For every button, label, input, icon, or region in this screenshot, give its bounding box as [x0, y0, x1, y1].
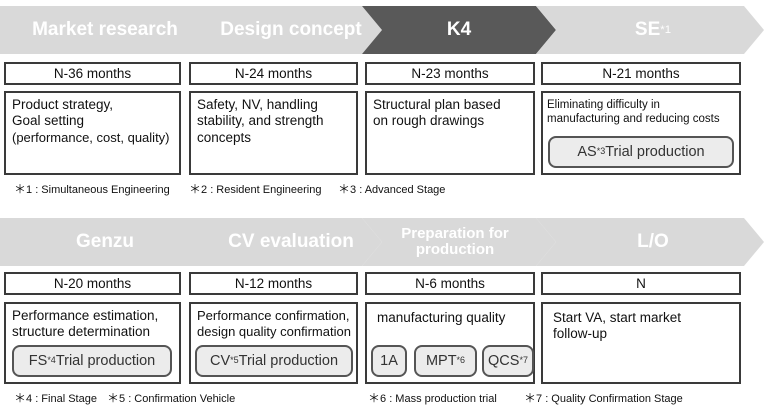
- detail-line: design quality confirmation: [197, 323, 351, 339]
- stage-arrow-k4: [362, 6, 556, 54]
- timebox-n-24: N-24 months: [189, 62, 358, 85]
- detail-line: structure determination: [12, 324, 151, 340]
- stage-label-cv-evaluation: CV evaluation: [228, 230, 354, 252]
- timebox-n: N: [541, 272, 741, 295]
- footnote-7: ＊7 : Quality Confirmation Stage: [524, 391, 683, 405]
- detail-line: Safety, NV, handling: [197, 97, 318, 112]
- stage-arrow-se: [536, 6, 764, 54]
- stage-label-preparation: Preparation for production: [401, 224, 509, 258]
- stage-label-lo: L/O: [637, 230, 669, 252]
- pill-qcs: QCS*7: [482, 345, 534, 377]
- detail-line: (performance, cost, quality): [12, 129, 170, 145]
- stage-label-genzu: Genzu: [75, 230, 135, 252]
- timebox-n-6: N-6 months: [365, 272, 535, 295]
- timebox-n-36: N-36 months: [4, 62, 181, 85]
- detail-line: Goal setting: [12, 113, 85, 129]
- detail-line: manufacturing quality: [377, 310, 506, 325]
- footnote-1: ＊1 : Simultaneous Engineering: [14, 182, 170, 196]
- timebox-n-21: N-21 months: [541, 62, 741, 85]
- detail-k4: Structural plan based on rough drawings: [365, 91, 535, 175]
- timebox-n-20: N-20 months: [4, 272, 181, 295]
- stage-arrow-preparation: [362, 218, 556, 266]
- se-footnote-mark: *1: [660, 23, 672, 36]
- detail-market-research: Product strategy, Goal setting (performa…: [4, 91, 181, 175]
- footnote-3: ＊3 : Advanced Stage: [338, 182, 446, 196]
- detail-line: Performance confirmation,: [197, 308, 350, 323]
- footnote-4: ＊4 : Final Stage: [14, 391, 97, 405]
- detail-line: manufacturing and reducing costs: [547, 113, 720, 126]
- timebox-n-23: N-23 months: [365, 62, 535, 85]
- detail-line: Eliminating difficulty in: [547, 99, 660, 111]
- stage-label-design-concept: Design concept: [220, 18, 362, 40]
- detail-line: follow-up: [553, 326, 608, 342]
- stage-arrow-genzu: [0, 218, 208, 266]
- footnote-5: ＊5 : Confirmation Vehicle: [107, 391, 236, 405]
- footnote-2: ＊2 : Resident Engineering: [189, 182, 322, 196]
- detail-line: concepts: [197, 129, 252, 145]
- timebox-n-12: N-12 months: [189, 272, 358, 295]
- stage-label-k4: K4: [446, 18, 472, 40]
- pill-mpt: MPT*6: [414, 345, 477, 377]
- footnote-6: ＊6 : Mass production trial: [368, 391, 497, 405]
- detail-line: Product strategy,: [12, 97, 114, 112]
- stage-label-se: SE*1: [634, 18, 672, 40]
- stage-label-market-research: Market research: [32, 18, 178, 40]
- detail-line: Structural plan based: [373, 97, 501, 112]
- detail-line: stability, and strength: [197, 113, 324, 129]
- stage-arrow-design-concept: [183, 6, 382, 54]
- detail-line: Start VA, start market: [553, 310, 682, 325]
- detail-lo: Start VA, start market follow-up: [541, 302, 741, 384]
- stage-arrow-market-research: [0, 6, 208, 54]
- detail-line: on rough drawings: [373, 113, 485, 129]
- stage-arrow-cv-evaluation: [183, 218, 382, 266]
- stage-arrow-lo: [536, 218, 764, 266]
- detail-design-concept: Safety, NV, handling stability, and stre…: [189, 91, 358, 175]
- pill-1a: 1A: [371, 345, 407, 377]
- detail-line: Performance estimation,: [12, 308, 159, 323]
